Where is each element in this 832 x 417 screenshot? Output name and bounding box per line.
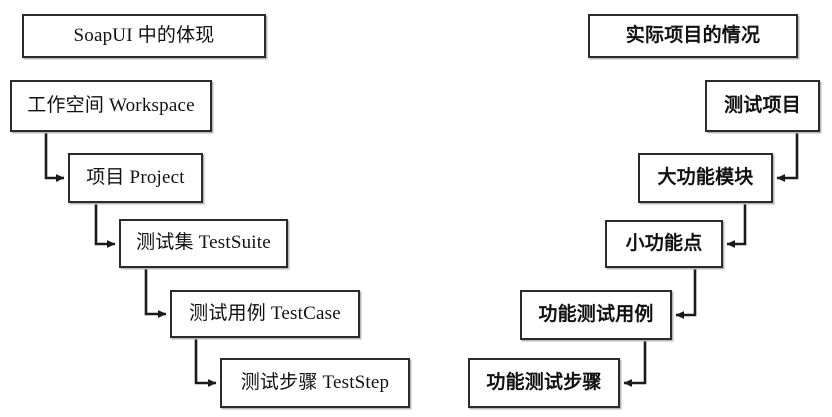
node-header-soapui[interactable]: SoapUI 中的体现 (22, 14, 266, 58)
connector-group (44, 132, 799, 387)
node-label-feature-teststep: 功能测试步骤 (486, 371, 602, 393)
node-header-project[interactable]: 实际项目的情况 (588, 14, 798, 58)
connector-testcase-to-teststep (194, 338, 217, 387)
node-small-feature[interactable]: 小功能点 (605, 220, 723, 268)
connector-testsuite-to-testcase (144, 268, 167, 318)
node-label-testcase: 测试用例 TestCase (189, 302, 341, 324)
node-workspace[interactable]: 工作空间 Workspace (10, 80, 212, 132)
connector-bigmodule-to-smallfeature (726, 203, 747, 248)
node-label-header-project: 实际项目的情况 (625, 24, 761, 46)
node-label-test-project: 测试项目 (724, 94, 801, 116)
node-project[interactable]: 项目 Project (68, 153, 203, 203)
node-label-project: 项目 Project (86, 166, 185, 188)
node-teststep[interactable]: 测试步骤 TestStep (220, 358, 410, 408)
node-label-teststep: 测试步骤 TestStep (240, 371, 390, 393)
node-label-small-feature: 小功能点 (625, 232, 703, 254)
node-label-big-module: 大功能模块 (657, 166, 754, 188)
node-feature-testcase[interactable]: 功能测试用例 (520, 290, 672, 340)
connector-project-to-testsuite (94, 203, 116, 248)
connector-smallfeature-to-featuretestcase (675, 268, 697, 319)
connector-workspace-to-project (44, 132, 65, 182)
node-feature-teststep[interactable]: 功能测试步骤 (468, 358, 620, 408)
node-testcase[interactable]: 测试用例 TestCase (170, 290, 360, 338)
node-test-project[interactable]: 测试项目 (705, 80, 820, 132)
node-label-workspace: 工作空间 Workspace (27, 94, 195, 116)
node-label-feature-testcase: 功能测试用例 (538, 303, 654, 325)
node-testsuite[interactable]: 测试集 TestSuite (119, 219, 288, 268)
node-big-module[interactable]: 大功能模块 (638, 153, 773, 203)
connector-featuretestcase-to-featureteststep (623, 340, 647, 387)
node-label-header-soapui: SoapUI 中的体现 (73, 24, 215, 46)
node-label-testsuite: 测试集 TestSuite (136, 232, 271, 254)
connector-testproject-to-bigmodule (776, 132, 799, 182)
